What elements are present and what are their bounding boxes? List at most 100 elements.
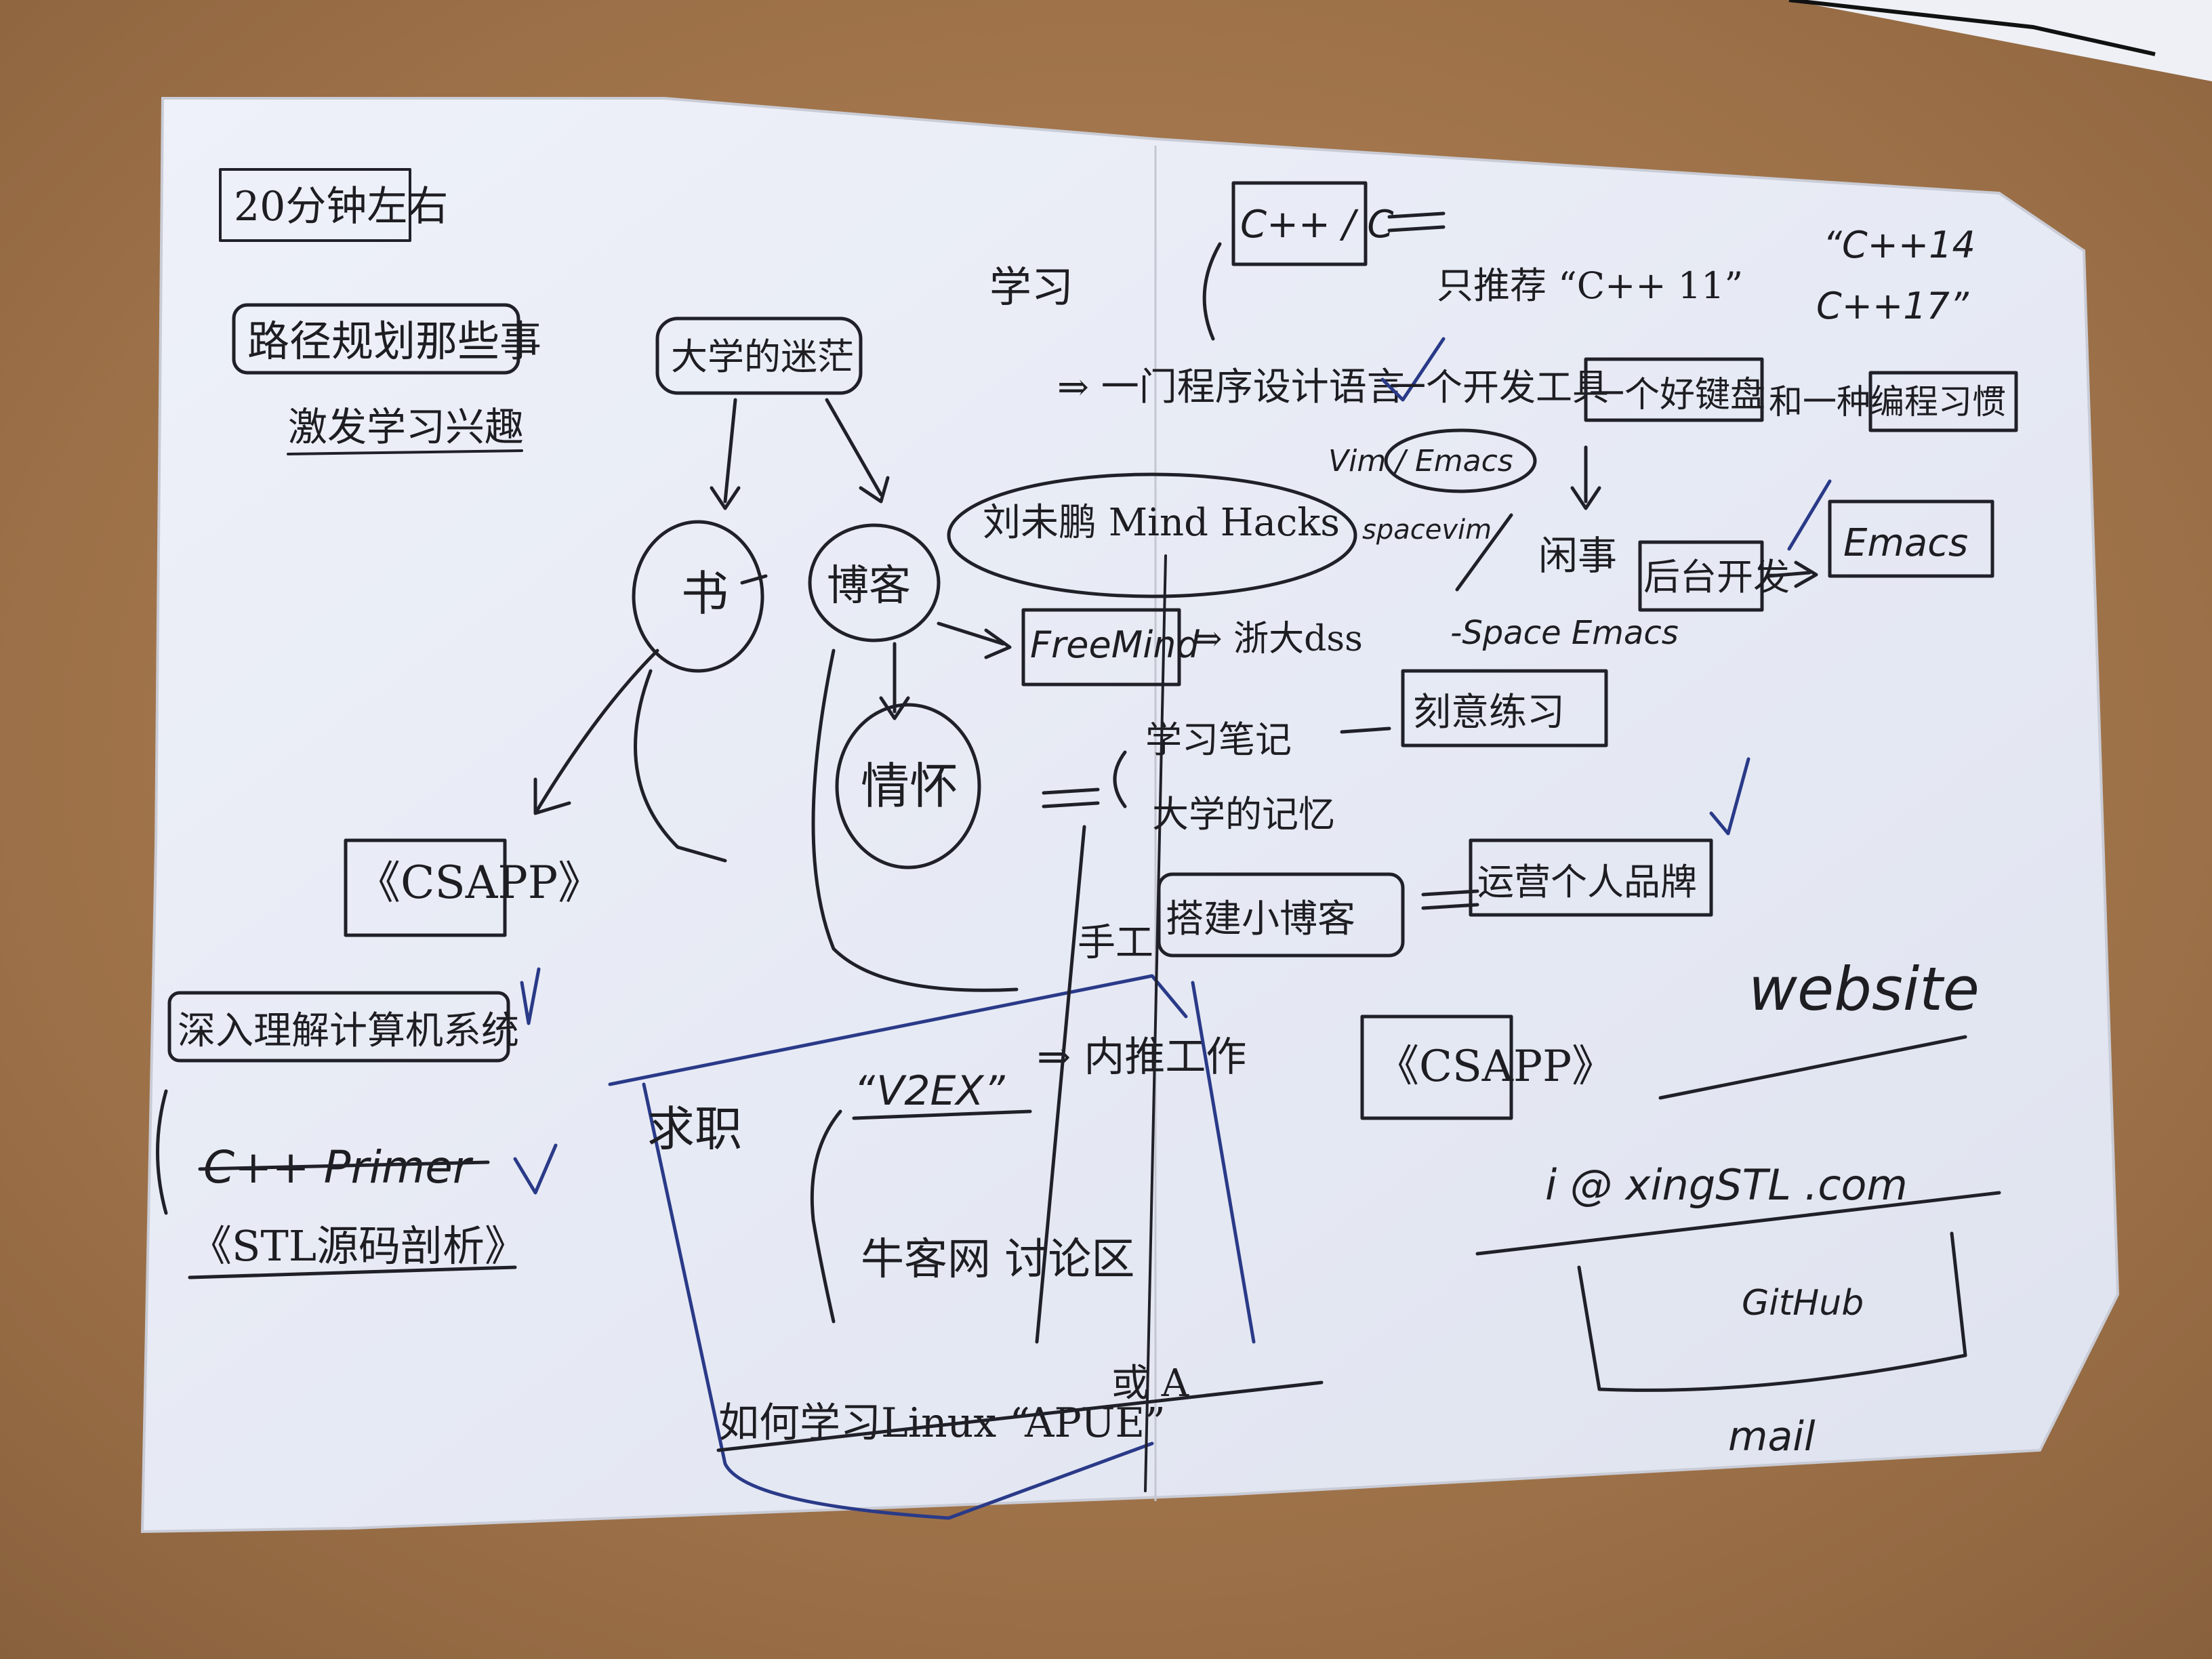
lang-box-label: C++ / C	[1240, 203, 1394, 247]
blog-node-circle	[808, 523, 941, 642]
root-node-box	[655, 316, 863, 395]
email: i @ xingSTL .com	[1545, 1160, 1908, 1210]
seek-brace	[810, 1109, 842, 1324]
website: website	[1748, 954, 1980, 1024]
manual: 手工	[1078, 921, 1153, 965]
second-sheet	[1789, 0, 2212, 81]
blog-record: 刻意练习	[1413, 691, 1565, 735]
primer-strike	[198, 1160, 490, 1171]
blog-record-box	[1401, 669, 1608, 747]
cpp17: C++17”	[1816, 285, 1969, 327]
book-node-circle	[632, 520, 764, 673]
arrow-to-blog	[825, 398, 890, 504]
keyboard-arrow	[1570, 445, 1601, 510]
time-note: 20分钟左右	[234, 183, 448, 230]
seek-label: 求职	[647, 1101, 742, 1157]
check-mark	[513, 1143, 558, 1195]
left-brace	[156, 1089, 168, 1215]
lazy: 闲事	[1538, 533, 1617, 579]
blog-ellipse	[947, 472, 1357, 598]
memory: 大学的记忆	[1152, 793, 1335, 836]
blog-curve	[811, 649, 1019, 992]
blue-line	[1191, 981, 1256, 1344]
vertical-line	[1144, 554, 1167, 1492]
book-curve	[634, 669, 727, 863]
time-note-box	[219, 168, 411, 242]
path-box-label: 路径规划那些事	[247, 316, 541, 366]
lang-arrow	[1387, 211, 1446, 232]
cs-book: 《CSAPP》	[356, 857, 602, 909]
blue-line	[1787, 479, 1832, 551]
habit: 和一种编程习惯	[1769, 382, 2006, 422]
learn-label: 学习	[989, 262, 1073, 312]
notes-arrow	[1340, 726, 1391, 734]
recommend: 只推荐 “C++ 11”	[1437, 264, 1743, 307]
find-job: ⇒ 内推工作	[1037, 1033, 1246, 1081]
check-mark	[1709, 757, 1750, 836]
stl-underline	[188, 1265, 517, 1279]
build-feel: 搭建小博客	[1166, 897, 1355, 941]
stl-title: 《STL源码剖析》	[190, 1221, 527, 1271]
keyboard: 一个好键盘	[1589, 375, 1765, 415]
operate-box	[1469, 838, 1713, 917]
freemind-box	[1021, 608, 1181, 687]
notes-brace	[1113, 750, 1127, 808]
arrow-to-csapp	[533, 649, 659, 815]
cpp14: “C++14	[1823, 224, 1975, 266]
interest-underline	[287, 449, 523, 455]
operate: 运营个人品牌	[1477, 861, 1697, 903]
emacs-ellipse	[1384, 428, 1537, 493]
paper-sheet	[140, 97, 2120, 1534]
csapp-box-2	[1360, 1015, 1513, 1120]
interest-note: 激发学习兴趣	[288, 404, 524, 450]
vertical-line	[1035, 825, 1086, 1344]
tool: 一个开发工具	[1389, 366, 1609, 409]
blog-arrow	[937, 621, 1012, 659]
notes: 学习笔记	[1145, 718, 1292, 761]
vim-emacs: Vim / Emacs	[1328, 444, 1513, 478]
check-mark	[1380, 337, 1446, 402]
emacs-box-label: Emacs	[1843, 521, 1968, 565]
v2ex-label: “V2EX”	[854, 1067, 1006, 1115]
check-mark	[520, 967, 541, 1025]
vim-arrow	[1455, 513, 1513, 592]
prog-lang: ⇒ 一门程序设计语言	[1057, 365, 1405, 409]
feelings-arrow	[1042, 787, 1100, 808]
apue-underline	[716, 1380, 1324, 1452]
build-arrow	[1421, 889, 1479, 910]
nowcoder: 牛客网 讨论区	[861, 1235, 1134, 1285]
mail: mail	[1728, 1413, 1816, 1460]
mail-box-outline	[1577, 1231, 1967, 1392]
github: GitHub	[1742, 1283, 1864, 1324]
freemind-tail: ⇒ 浙大dss	[1193, 619, 1363, 659]
blue-line	[642, 1082, 1154, 1520]
emacs-box	[1828, 499, 1994, 578]
backend-box	[1638, 540, 1764, 612]
csapp-box	[344, 838, 507, 937]
blog-node: 博客	[827, 560, 911, 610]
habit-box	[1868, 371, 2018, 432]
book-node: 书	[681, 566, 729, 621]
cs-title-box	[167, 991, 510, 1063]
backend: 后台开发	[1643, 556, 1790, 598]
cs-book-2: 《CSAPP》	[1376, 1042, 1615, 1092]
backend-arrow	[1767, 560, 1818, 588]
root-node: 大学的迷茫	[671, 335, 854, 378]
book-arrow	[740, 574, 768, 585]
path-box	[232, 303, 520, 375]
freemind: FreeMind	[1030, 623, 1200, 666]
lang-box	[1231, 181, 1368, 266]
email-underline	[1475, 1191, 2001, 1256]
feelings-node-circle	[835, 703, 981, 869]
keyboard-box	[1584, 357, 1764, 422]
spacemacs: -Space Emacs	[1450, 614, 1679, 652]
blue-line	[608, 974, 1188, 1086]
feelings-node: 情怀	[861, 758, 958, 815]
blog-line: 刘未鹏 Mind Hacks	[983, 501, 1340, 545]
learn-brace	[1202, 242, 1222, 341]
cs-title: 深入理解计算机系统	[178, 1009, 519, 1053]
spacevim: spacevim	[1362, 514, 1492, 546]
v2ex-underline	[852, 1109, 1032, 1120]
arrow-to-book	[710, 398, 741, 510]
